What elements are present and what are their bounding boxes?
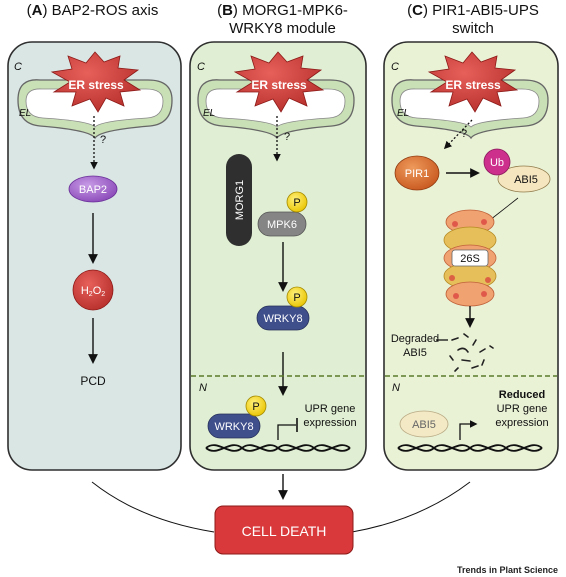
abi5-label-nucleus: ABI5 [412,419,436,431]
panel-b-title: (B) MORG1-MPK6- WRKY8 module [217,2,348,37]
panel-b-inhibition [277,424,296,440]
panel-b-cell [189,41,367,471]
panel-c-transcription-arrow [459,420,478,440]
morg1-label: MORG1 [234,180,246,220]
proteasome-label: 26S [460,253,480,265]
panel-b-question: ? [284,131,290,143]
ub-node [483,148,511,176]
panel-b-er-stress-label: ER stress [251,78,307,92]
panel-c-er-lumen [399,88,540,128]
connector-c-to-death [351,481,471,533]
panel-c-dna [397,444,543,452]
panel-b-lumen-label: EL [203,108,215,119]
panel-b-nucleus-label: N [199,382,207,394]
panel-b-dna [205,444,351,452]
panel-c-lumen-label: EL [397,108,409,119]
journal-credit: Trends in Plant Science [456,565,558,575]
panel-b-upr-line2: expression [303,417,356,429]
panel-a-er-stress-label: ER stress [68,78,124,92]
wrky8-label-nucleus: WRKY8 [214,421,253,433]
pir1-node [394,155,440,191]
abi5-label-cytoplasm: ABI5 [514,174,538,186]
wrky8-phospho-cytoplasm [286,286,308,308]
degraded-abi5-fragments [449,333,494,372]
panel-b-er-lumen [205,88,346,128]
panel-b-cytoplasm-label: C [197,61,205,73]
ub-label: Ub [490,157,504,169]
mpk6-node [257,211,307,237]
reduced-label: Reduced [499,389,545,401]
panel-c-er-stress-burst [427,51,519,113]
pir1-label: PIR1 [405,168,429,180]
bap2-label: BAP2 [79,184,107,196]
wrky8-phospho-nucleus [245,395,267,417]
degraded-line2: ABI5 [403,347,427,359]
proteasome-26s [443,209,497,307]
panel-b-er-stress-burst [233,51,325,113]
wrky8-phospho-label-nucleus: P [252,401,259,413]
morg1-node [226,154,252,246]
pcd-label: PCD [80,374,106,388]
mpk6-phospho [286,191,308,213]
h2o2-label: H2O2 [81,285,105,298]
panel-c-upr-line1: UPR gene [497,403,548,415]
panel-c-cytoplasm-label: C [391,61,399,73]
wrky8-label-cytoplasm: WRKY8 [263,313,302,325]
wrky8-node-cytoplasm [256,305,310,331]
panel-c-nucleus-label: N [392,382,400,394]
mpk6-label: MPK6 [267,219,297,231]
panel-c-dotted-arrow [443,119,473,150]
wrky8-phospho-label-cytoplasm: P [293,292,300,304]
wrky8-node-nucleus [207,413,261,439]
panel-b-upr-line1: UPR gene [305,403,356,415]
abi5-node-nucleus [399,410,449,438]
panel-a-question: ? [100,134,106,146]
bap2-node [68,175,118,203]
abi5-node-cytoplasm [497,165,551,193]
connector-a-to-death [91,481,215,533]
h2o2-node [72,269,114,311]
panel-a-title: (A) BAP2-ROS axis [26,2,159,19]
panel-c-er-stress-label: ER stress [445,78,501,92]
panel-a-er-stress-burst [50,51,142,113]
cell-death-box [214,505,354,555]
cell-death-label: CELL DEATH [242,523,327,539]
mpk6-phospho-label: P [293,197,300,209]
panel-a-cytoplasm-label: C [14,61,22,73]
panel-c-abi5-to-proteasome [489,197,519,221]
panel-c-title: (C) PIR1-ABI5-UPS switch [407,2,539,37]
panel-c-upr-line2: expression [495,417,548,429]
panel-c-question: ? [461,128,467,140]
panel-a-lumen-label: EL [19,108,31,119]
degraded-line1: Degraded [391,333,439,345]
